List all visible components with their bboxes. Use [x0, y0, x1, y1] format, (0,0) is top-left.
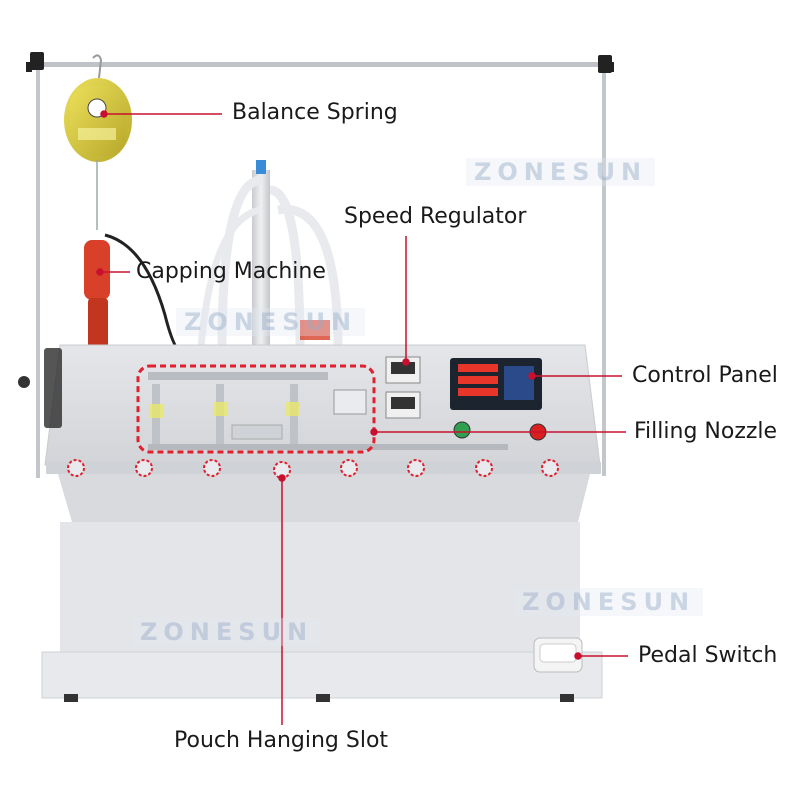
pedal-switch: [533, 637, 583, 673]
filler-column: [196, 160, 343, 361]
watermark: ZONESUN: [466, 158, 656, 186]
pouch-slot-markers: [67, 459, 559, 479]
label-control-panel: Control Panel: [632, 363, 778, 388]
label-pedal-switch: Pedal Switch: [638, 643, 778, 668]
watermark: ZONESUN: [176, 308, 366, 336]
label-pouch-hanging-slot: Pouch Hanging Slot: [174, 728, 389, 753]
label-filling-nozzle: Filling Nozzle: [634, 419, 778, 444]
label-speed-regulator: Speed Regulator: [344, 204, 527, 229]
filling-station: [148, 372, 508, 450]
control-panel: [450, 358, 542, 410]
balance-spring: [64, 54, 132, 230]
callout-lines: [96, 110, 628, 725]
filling-nozzle-highlight: [136, 364, 376, 454]
watermark: ZONESUN: [514, 588, 704, 616]
label-capping-machine: Capping Machine: [136, 259, 326, 284]
watermark: ZONESUN: [132, 618, 322, 646]
label-balance-spring: Balance Spring: [232, 100, 398, 125]
overhead-frame: [26, 52, 614, 478]
